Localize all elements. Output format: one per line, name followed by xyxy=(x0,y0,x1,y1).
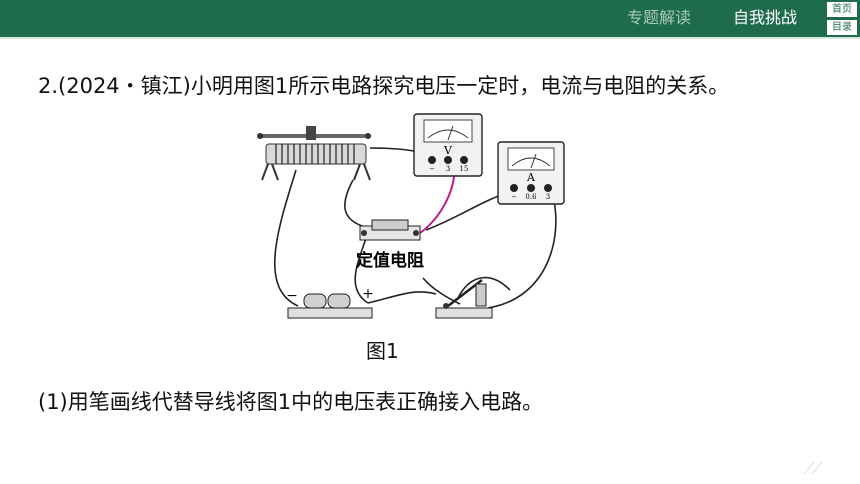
battery: − + xyxy=(286,286,374,319)
ammeter-label: A xyxy=(526,171,536,184)
rheostat xyxy=(257,126,371,181)
tab-self-challenge[interactable]: 自我挑战 xyxy=(733,8,798,27)
ammeter-terminal-3: 3 xyxy=(546,193,550,201)
fixed-resistor: 定值电阻 xyxy=(356,219,424,271)
corner-decoration-icon xyxy=(803,461,823,475)
voltmeter: V − 3 15 xyxy=(413,113,483,177)
figure-caption: 图1 xyxy=(366,339,399,363)
voltmeter-terminal-3: 3 xyxy=(446,165,450,173)
voltmeter-terminal-neg: − xyxy=(429,165,435,173)
toc-button[interactable]: 目录 xyxy=(826,19,858,36)
battery-plus: + xyxy=(362,286,374,302)
ammeter: A − 0.6 3 xyxy=(497,141,565,205)
home-button[interactable]: 首页 xyxy=(826,1,858,18)
subquestion-text: (1)用笔画线代替导线将图1中的电压表正确接入电路。 xyxy=(38,390,544,414)
switch xyxy=(435,279,493,319)
circuit-figure: V − 3 15 A − 0.6 3 定值电阻 − + xyxy=(257,113,565,319)
voltmeter-label: V xyxy=(443,144,453,157)
question-text: 2.(2024・镇江)小明用图1所示电路探究电压一定时，电流与电阻的关系。 xyxy=(38,74,730,98)
tab-topic-explanation[interactable]: 专题解读 xyxy=(627,8,692,27)
resistor-label: 定值电阻 xyxy=(356,250,424,271)
ammeter-terminal-06: 0.6 xyxy=(525,193,537,201)
voltmeter-terminal-15: 15 xyxy=(460,165,469,173)
header-divider xyxy=(0,37,860,39)
ammeter-terminal-neg: − xyxy=(511,193,517,201)
header-bar xyxy=(0,0,860,37)
circuit-wires xyxy=(274,147,557,309)
battery-minus: − xyxy=(286,288,298,304)
